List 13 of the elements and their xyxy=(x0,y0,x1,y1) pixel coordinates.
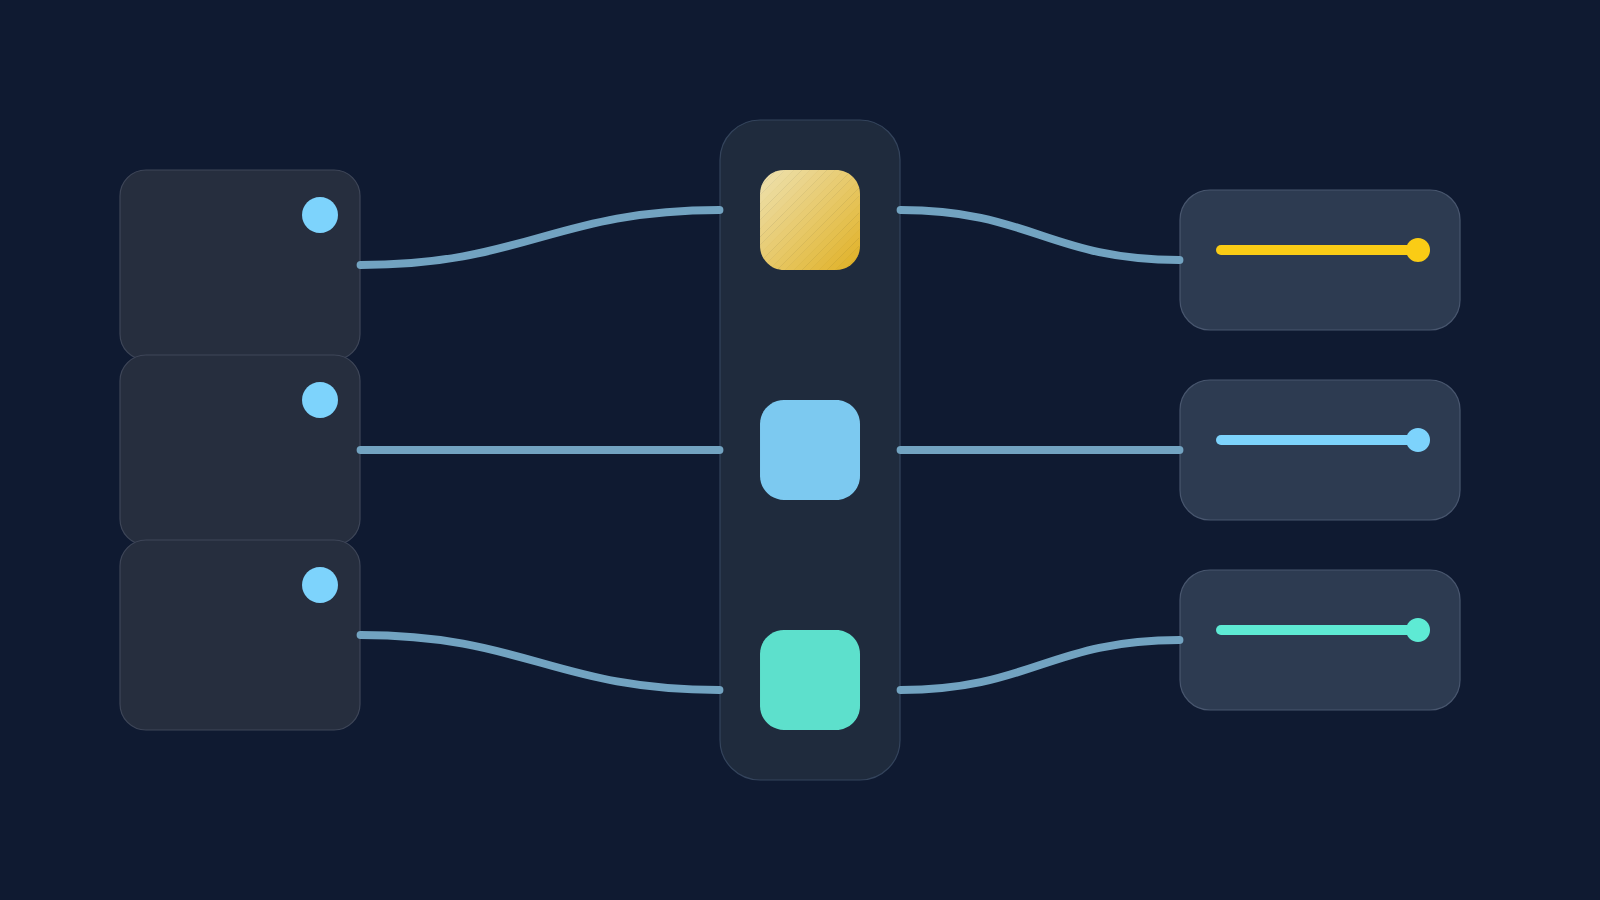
rounded-tile xyxy=(760,170,860,270)
rounded-tile xyxy=(760,400,860,500)
connector-line xyxy=(896,206,1184,264)
connector-line xyxy=(896,446,1184,454)
connector-line xyxy=(896,636,1184,694)
card xyxy=(1179,189,1461,331)
rounded-tile xyxy=(760,630,860,730)
card xyxy=(1179,379,1461,521)
card xyxy=(1179,569,1461,711)
card xyxy=(119,539,361,731)
connector-line xyxy=(356,631,724,694)
connector-line xyxy=(356,446,724,454)
connector-line xyxy=(356,206,724,269)
